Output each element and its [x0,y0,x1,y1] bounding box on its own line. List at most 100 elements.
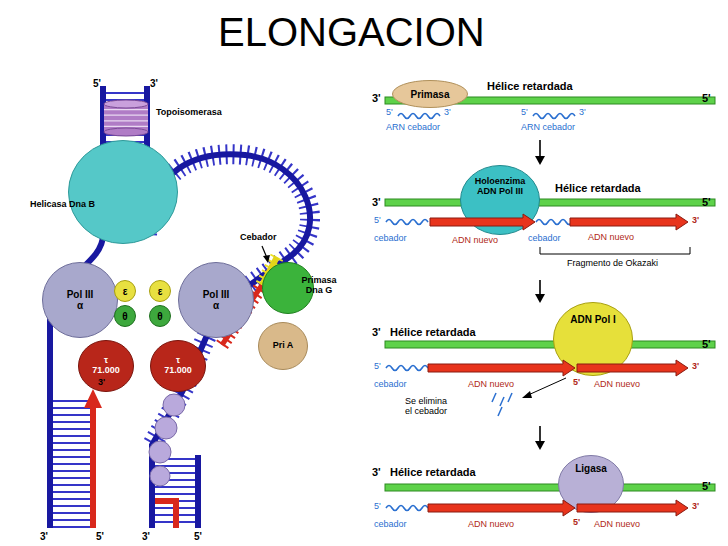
cylinder-stripe [104,115,148,116]
text-label: 5' [386,108,393,118]
rna-primer [386,114,575,511]
template-strand [385,199,715,206]
text-label: cebador [374,520,407,530]
rna-primer [533,114,575,119]
node-label: θ [122,311,127,322]
cylinder-stripe [104,126,148,127]
node-label: Pri A [273,341,294,351]
text-label: Se elimina el cebador [405,397,455,417]
tau-subunit: τ71.000 [150,340,206,392]
template-strand [385,341,715,348]
node-label: ε [123,286,128,297]
shape-outline [150,306,171,327]
text-label: 3' [372,466,381,478]
epsilon-subunit: ε [114,280,136,302]
node-label: Primasa Dna G [296,276,342,296]
text-label: Fragmento de Okazaki [567,259,658,269]
text-label: 3' [372,196,381,208]
shape-outline [151,341,206,392]
shape-outline [79,341,134,392]
text-label: 5' [702,338,711,350]
template-strand [385,97,715,491]
node-text-group: ε [114,280,136,302]
new-dna-arrow [570,214,688,230]
text-label: 3' [150,78,158,89]
new-dna-arrow [577,500,688,516]
leader-arrow [522,391,532,398]
text-label: 5' [93,78,101,89]
removed-primer [500,397,504,406]
text-label: ADN nuevo [468,380,514,390]
node-label: Holoenzima ADN Pol III [466,177,534,197]
node-label: τ [176,356,180,366]
node-label: θ [157,311,162,322]
shape-outline [150,281,171,302]
text-label: 3' [579,108,586,118]
text-label: 5' [573,378,580,388]
node-text-group: Pri A [258,322,308,370]
node-text-group: Ligasa [558,463,624,474]
theta-subunit: θ [114,305,136,327]
ssb-protein [155,417,177,439]
polymerase-core: Pol IIIα [42,262,118,338]
helicase-enzyme-shape [68,140,178,244]
node-text-group: Pol IIIα [42,262,118,338]
text-label: ADN nuevo [588,233,634,243]
text-label: ARN cebador [386,123,440,133]
step-arrow [539,426,541,443]
text-label: cebador [374,380,407,390]
rna-primer [398,114,440,119]
node-text-group: Holoenzima ADN Pol III [466,177,534,197]
leader-arrow [262,246,270,263]
cylinder-base [104,128,148,136]
topoisomerase-enzyme-shape [104,100,148,136]
step-arrow [539,140,541,158]
new-dna-arrow [430,214,535,230]
shape-outline [43,263,118,338]
new-dna-strand [173,498,179,528]
node-label: 71.000 [164,366,192,376]
theta-subunit: θ [149,305,171,327]
node-text-group: ε [149,280,171,302]
leader-arrow [522,378,566,398]
new-dna-strand [90,404,96,528]
node-label: Pol III [203,289,230,300]
shape-outline [179,263,254,338]
text-label: 3' [444,108,451,118]
text-label: 3' [692,502,699,512]
text-label: ADN nuevo [452,236,498,246]
text-label: Hélice retardada [390,466,476,478]
shape-outline [115,281,136,302]
text-label: 5' [702,480,711,492]
node-label: ε [158,286,163,297]
removed-primer [498,407,502,416]
template-strand [385,484,715,491]
text-label: Cebador [240,233,277,243]
node-text-group: Primasa Dna G [296,276,342,296]
new-dna-arrow [428,500,575,516]
epsilon-subunit: ε [149,280,171,302]
node-text-group: θ [114,305,136,327]
node-label: α [77,300,83,311]
new-dna-strand [84,389,102,408]
cylinder-stripe [104,109,148,110]
shape-outline [259,323,308,370]
node-label: α [213,300,219,311]
node-text-group: Topoisomerasa [156,108,222,118]
text-label: 5' [374,216,381,226]
removed-primer [492,393,512,416]
shape-outline [69,141,178,244]
text-label: Hélice retardada [487,80,573,92]
node-label: 71.000 [92,366,120,376]
rna-primer [386,366,428,371]
node-text-group: θ [149,305,171,327]
ssb-protein [163,394,185,416]
text-label: cebador [528,234,561,244]
fragment-bracket [540,247,690,254]
rna-primer [386,506,428,511]
node-label: Pol III [67,289,94,300]
